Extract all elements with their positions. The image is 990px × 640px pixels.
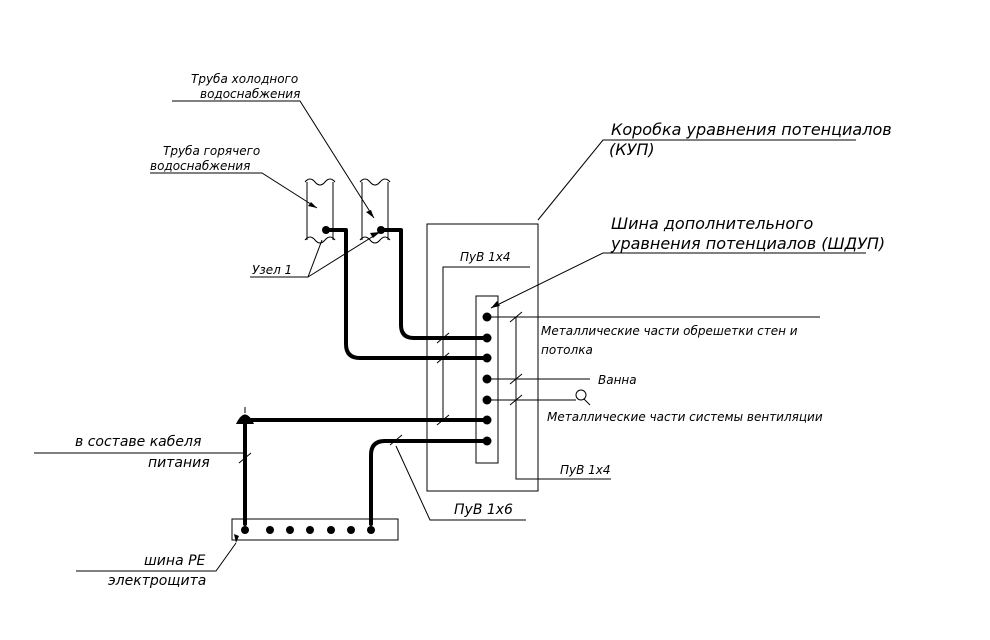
pe-bus-terminals	[241, 526, 375, 534]
shdup-label-2: уравнения потенциалов (ШДУП)	[610, 234, 885, 253]
hot-pipe-label-2: водоснабжения	[150, 159, 250, 173]
leader-lines	[34, 100, 866, 572]
cold-pipe-conductor	[379, 228, 489, 340]
hot-pipe-label-1: Труба горячего	[163, 144, 260, 158]
cold-pipe-label-2: водоснабжения	[200, 87, 300, 101]
cold-pipe-label-1: Труба холодного	[191, 72, 298, 86]
hot-pipe-conductor	[324, 228, 489, 360]
ventilation-icon	[575, 389, 587, 401]
kup-label-2: (КУП)	[609, 140, 655, 159]
cable-label-2: питания	[148, 455, 210, 471]
pv-1x6-conductor	[369, 439, 489, 526]
tick-marks	[238, 311, 523, 464]
pv-1x4-bottom-label: ПуВ 1х4	[560, 463, 611, 477]
bath-label: Ванна	[598, 373, 637, 387]
hot-water-pipe	[304, 178, 336, 244]
metal-frame-label-1: Металлические части обрешетки стен и	[541, 324, 798, 338]
node-1-label: Узел 1	[252, 263, 292, 277]
cable-gland-icon	[236, 414, 254, 424]
pe-bus-label-2: электрощита	[108, 573, 206, 589]
kup-label-1: Коробка уравнения потенциалов	[611, 120, 892, 139]
shdup-label-1: Шина дополнительного	[611, 214, 814, 233]
pv-1x6-label: ПуВ 1х6	[454, 502, 513, 518]
pv-1x4-bottom-conductor	[515, 317, 611, 480]
pe-bus-label-1: шина РЕ	[144, 553, 206, 569]
pe-bus	[231, 518, 399, 541]
pv-1x4-top-label: ПуВ 1х4	[460, 250, 511, 264]
ventilation-label: Металлические части системы вентиляции	[547, 410, 823, 424]
pv-1x4-top-conductor	[442, 266, 530, 420]
metal-frame-label-2: потолка	[541, 343, 593, 357]
cable-label-1: в составе кабеля	[75, 434, 201, 450]
